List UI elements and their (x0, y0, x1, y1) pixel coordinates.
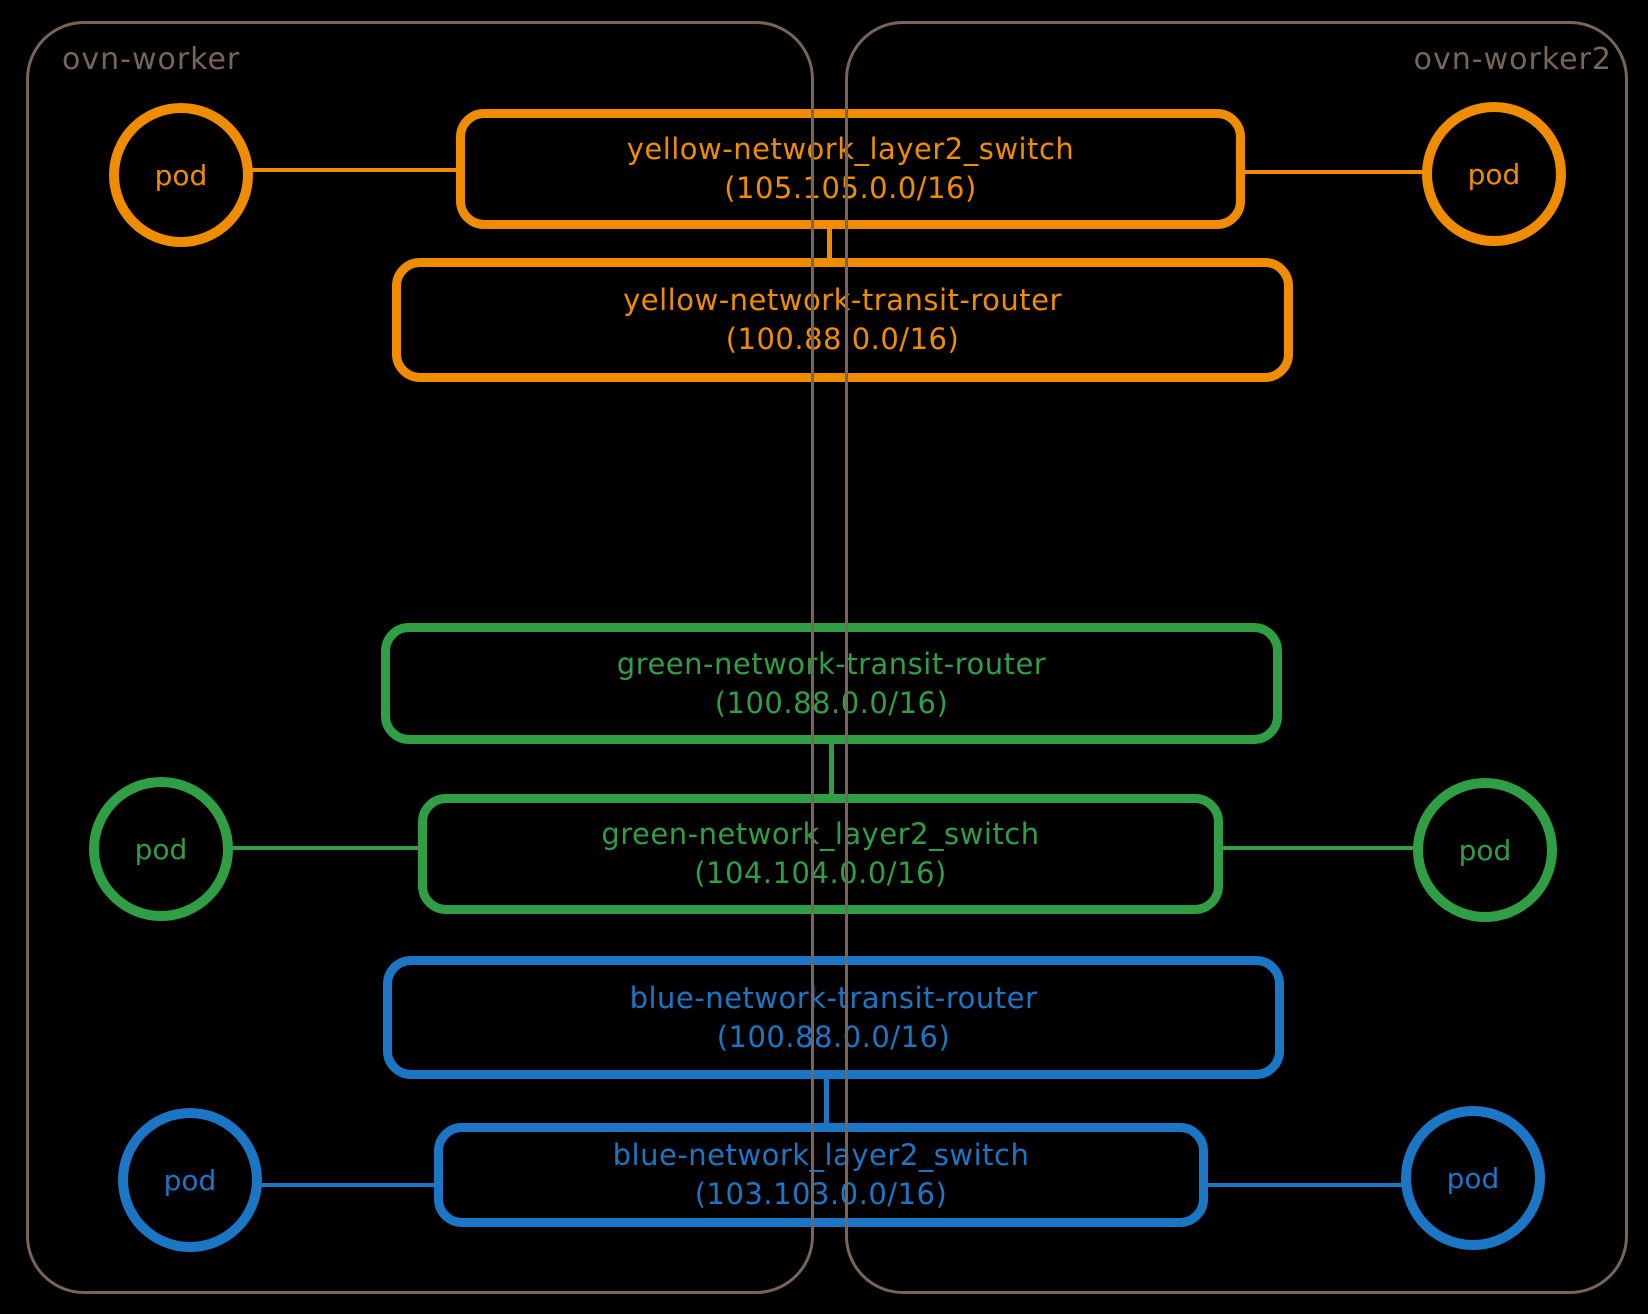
yellow-transit-router-name: yellow-network-transit-router (623, 283, 1062, 317)
green-layer2-switch-node: green-network_layer2_switch (104.104.0.0… (418, 794, 1223, 914)
green-router-switch-edge (829, 740, 834, 798)
blue-pod-left-edge (258, 1183, 438, 1187)
blue-transit-router-name: blue-network-transit-router (629, 980, 1038, 1015)
yellow-layer2-switch-cidr: (105.105.0.0/16) (724, 171, 977, 205)
green-pod-left-edge (228, 846, 422, 850)
green-transit-router-cidr: (100.88.0.0/16) (714, 685, 949, 720)
green-transit-router-node: green-network-transit-router (100.88.0.0… (381, 623, 1282, 744)
ovn-worker2-label: ovn-worker2 (1413, 42, 1612, 77)
ovn-worker-label: ovn-worker (62, 42, 241, 77)
yellow-transit-router-cidr: (100.88.0.0/16) (725, 322, 960, 356)
green-pod-left-label: pod (134, 832, 188, 866)
blue-pod-right-label: pod (1446, 1161, 1500, 1195)
green-pod-right-label: pod (1458, 833, 1512, 867)
yellow-layer2-switch-node: yellow-network_layer2_switch (105.105.0.… (456, 109, 1245, 229)
yellow-pod-right-edge (1240, 170, 1426, 174)
blue-pod-left: pod (118, 1108, 262, 1252)
green-pod-right-edge (1218, 846, 1417, 850)
yellow-transit-router-node: yellow-network-transit-router (100.88.0.… (392, 258, 1293, 382)
green-layer2-switch-name: green-network_layer2_switch (601, 817, 1040, 851)
blue-layer2-switch-name: blue-network_layer2_switch (612, 1138, 1030, 1172)
blue-layer2-switch-cidr: (103.103.0.0/16) (694, 1177, 948, 1211)
blue-router-switch-edge (824, 1073, 829, 1127)
blue-pod-right-edge (1203, 1183, 1405, 1187)
green-pod-left: pod (89, 777, 233, 921)
yellow-pod-right: pod (1422, 102, 1566, 246)
yellow-pod-left-label: pod (154, 158, 208, 192)
yellow-layer2-switch-name: yellow-network_layer2_switch (626, 132, 1075, 166)
yellow-pod-right-label: pod (1467, 157, 1521, 191)
green-transit-router-name: green-network-transit-router (616, 646, 1047, 681)
blue-layer2-switch-node: blue-network_layer2_switch (103.103.0.0/… (434, 1123, 1208, 1227)
yellow-pod-left-edge (248, 168, 460, 172)
blue-pod-left-label: pod (163, 1163, 217, 1197)
blue-pod-right: pod (1401, 1106, 1545, 1250)
blue-transit-router-cidr: (100.88.0.0/16) (716, 1019, 951, 1054)
yellow-switch-router-edge (827, 226, 832, 262)
green-layer2-switch-cidr: (104.104.0.0/16) (694, 856, 947, 890)
green-pod-right: pod (1413, 778, 1557, 922)
yellow-pod-left: pod (109, 103, 253, 247)
blue-transit-router-node: blue-network-transit-router (100.88.0.0/… (383, 956, 1284, 1079)
